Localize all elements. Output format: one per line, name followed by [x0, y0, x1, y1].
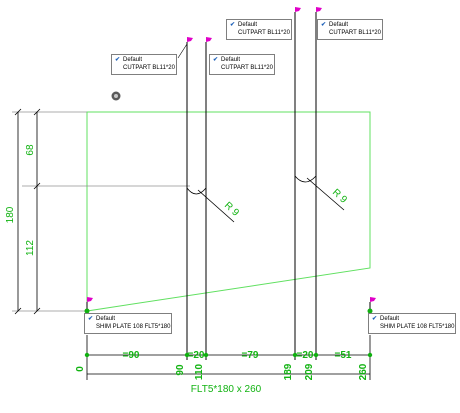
tag-part-name: CUTPART BL11*20 — [123, 65, 175, 71]
tag-status: Default — [123, 57, 143, 63]
tag-status: Default — [238, 22, 258, 28]
part-tag[interactable]: ✔Default CUTPART BL11*20 — [209, 54, 275, 75]
part-tag[interactable]: ✔Default CUTPART BL11*20 — [111, 54, 177, 75]
spacing-text[interactable]: =20 — [297, 350, 314, 361]
radius-arc — [186, 187, 207, 195]
dimension-tick — [33, 182, 41, 190]
tag-part-name: CUTPART BL11*20 — [238, 30, 290, 36]
tag-status: Default — [96, 316, 116, 322]
spacing-text[interactable]: =20 — [188, 350, 205, 361]
tag-part-name: CUTPART BL11*20 — [329, 30, 381, 36]
dimension-text[interactable]: 180 — [5, 206, 16, 223]
dimension-tick — [14, 307, 22, 315]
tag-leader — [177, 43, 188, 59]
dimension-text[interactable]: 68 — [25, 144, 36, 156]
shim-plate-outline[interactable] — [86, 111, 371, 312]
overall-dimension-text[interactable]: FLT5*180 x 260 — [191, 384, 262, 395]
node-point[interactable] — [313, 352, 319, 358]
part-tag[interactable]: ✔Default CUTPART BL11*20 — [317, 19, 383, 40]
checkmark-icon: ✔ — [115, 57, 121, 63]
node-point[interactable] — [84, 352, 90, 358]
node-point[interactable] — [367, 352, 373, 358]
spacing-text[interactable]: =90 — [123, 350, 140, 361]
part-tag[interactable]: ✔Default CUTPART BL11*20 — [226, 19, 292, 40]
radius-leader — [197, 189, 235, 223]
part-tag[interactable]: ✔Default SHIM PLATE 108 FLT5*180 — [84, 313, 172, 334]
dimension-nodes — [84, 352, 373, 358]
tag-part-name: SHIM PLATE 108 FLT5*180 — [380, 324, 455, 330]
dimension-text[interactable]: 112 — [25, 240, 36, 256]
node-point[interactable] — [184, 352, 190, 358]
radius-leader — [306, 177, 345, 211]
checkmark-icon: ✔ — [230, 22, 236, 28]
flag-marker[interactable] — [315, 7, 322, 18]
checkmark-icon: ✔ — [88, 316, 94, 322]
flag-marker[interactable] — [186, 37, 193, 48]
dimension-tick — [33, 307, 41, 315]
spacing-text[interactable]: =79 — [242, 350, 259, 361]
tag-status: Default — [380, 316, 400, 322]
ordinate-text[interactable]: 260 — [358, 363, 369, 380]
tag-part-name: CUTPART BL11*20 — [221, 65, 273, 71]
radius-text[interactable]: R 9 — [222, 200, 241, 219]
node-point[interactable] — [292, 352, 298, 358]
dimension-tick — [33, 108, 41, 116]
radius-arc — [294, 175, 317, 183]
checkmark-icon: ✔ — [321, 22, 327, 28]
flag-marker[interactable] — [205, 37, 212, 48]
spacing-text[interactable]: =51 — [335, 350, 352, 361]
tag-part-name: SHIM PLATE 108 FLT5*180 — [96, 324, 171, 330]
ordinate-text[interactable]: 209 — [304, 363, 315, 380]
radius-text[interactable]: R 9 — [330, 187, 349, 206]
checkmark-icon: ✔ — [372, 316, 378, 322]
ordinate-text[interactable]: 0 — [75, 366, 86, 372]
part-tag[interactable]: ✔Default SHIM PLATE 108 FLT5*180 — [368, 313, 456, 334]
node-point[interactable] — [84, 308, 90, 314]
tag-status: Default — [221, 57, 241, 63]
cursor-snap-dot — [114, 94, 118, 98]
tag-status: Default — [329, 22, 349, 28]
ordinate-text[interactable]: 110 — [194, 363, 205, 380]
node-point[interactable] — [203, 352, 209, 358]
flag-marker[interactable] — [294, 7, 301, 18]
checkmark-icon: ✔ — [213, 57, 219, 63]
ordinate-text[interactable]: 189 — [283, 363, 294, 380]
ordinate-text[interactable]: 90 — [175, 364, 186, 376]
dimension-tick — [14, 108, 22, 116]
node-point[interactable] — [367, 308, 373, 314]
